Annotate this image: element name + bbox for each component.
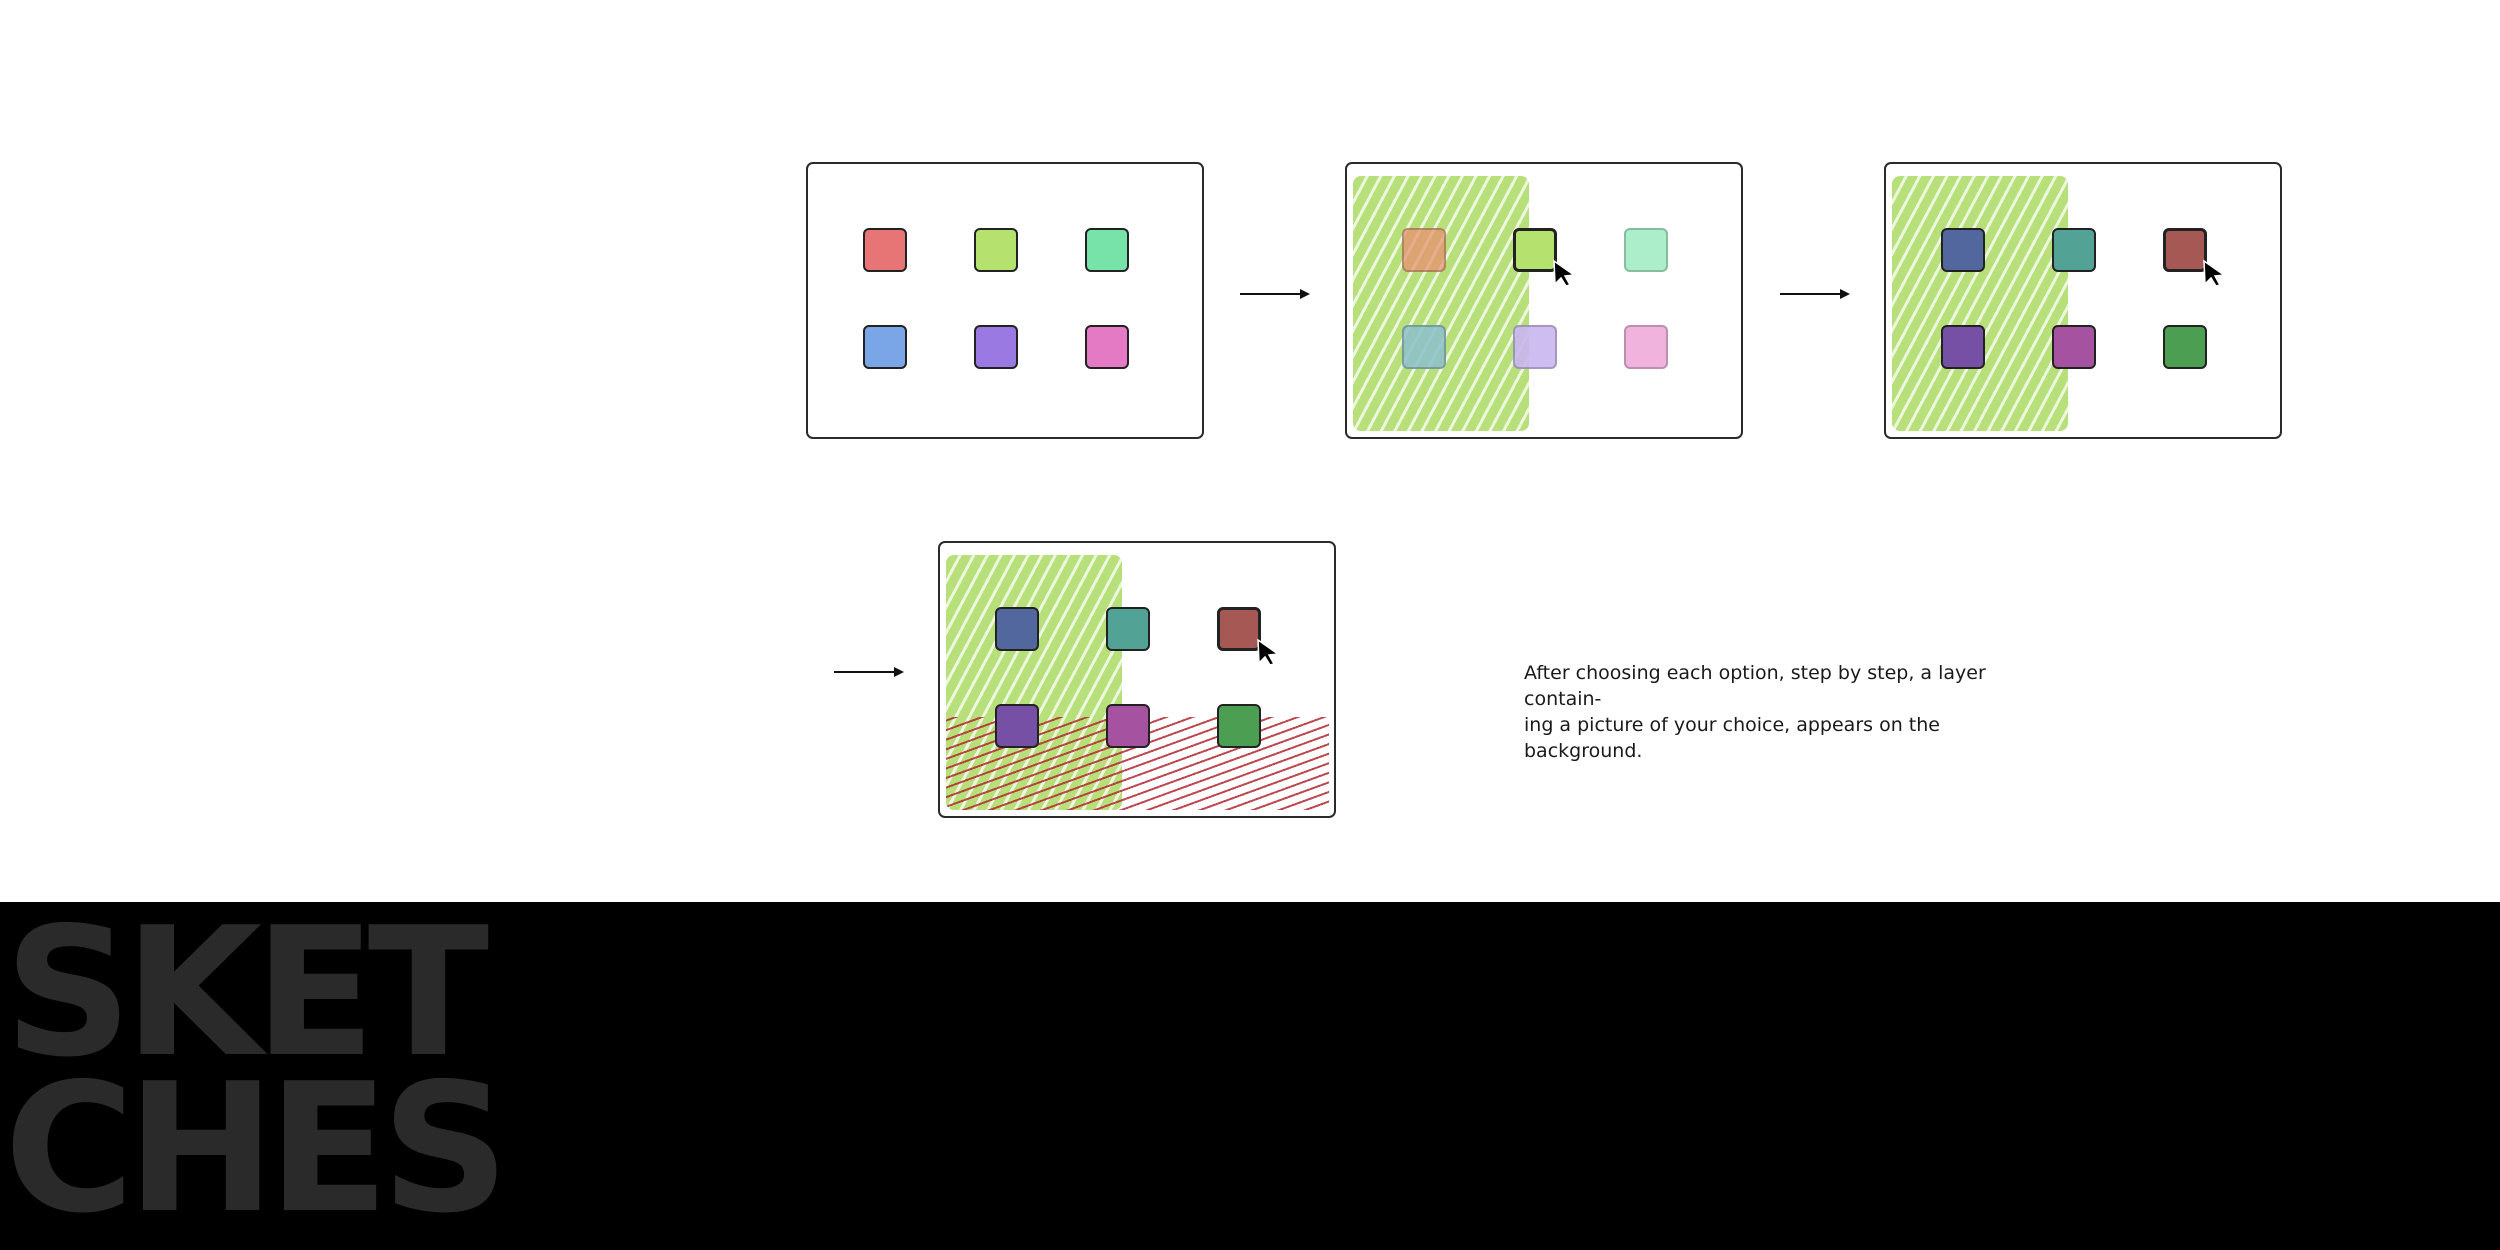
option-violet-square[interactable] xyxy=(1941,325,1985,369)
option-teal-square[interactable] xyxy=(1106,607,1150,651)
option-teal-square[interactable] xyxy=(2052,228,2096,272)
step-2-panel xyxy=(1345,162,1743,439)
option-orange-square[interactable] xyxy=(1402,228,1446,272)
option-mint-square[interactable] xyxy=(1624,228,1668,272)
option-brick-red-square-selected[interactable] xyxy=(2163,228,2207,272)
option-lavender-square[interactable] xyxy=(1513,325,1557,369)
step-1-panel xyxy=(806,162,1204,439)
cursor-arrow-icon xyxy=(1257,638,1281,666)
title-line-1: SKET xyxy=(4,889,489,1096)
option-red-square[interactable] xyxy=(863,228,907,272)
step-3-panel xyxy=(1884,162,2282,439)
option-magenta-square[interactable] xyxy=(1106,704,1150,748)
option-lime-square-selected[interactable] xyxy=(1513,228,1557,272)
option-lime-square[interactable] xyxy=(974,228,1018,272)
option-magenta-square[interactable] xyxy=(2052,325,2096,369)
cursor-arrow-icon xyxy=(2203,259,2227,287)
title-band: SKET CHES xyxy=(0,902,2500,1250)
option-pink-square[interactable] xyxy=(1085,325,1129,369)
option-blue-square[interactable] xyxy=(863,325,907,369)
caption-line-2: ing a picture of your choice, appears on… xyxy=(1524,714,1940,762)
green-background-layer xyxy=(1892,176,2068,431)
caption-text: After choosing each option, step by step… xyxy=(1524,660,2044,764)
title-line-2: CHES xyxy=(4,1045,509,1250)
right-arrow-icon xyxy=(834,667,904,677)
right-arrow-icon xyxy=(1780,289,1850,299)
cursor-arrow-icon xyxy=(1553,259,1577,287)
option-pink-square[interactable] xyxy=(1624,325,1668,369)
option-mint-square[interactable] xyxy=(1085,228,1129,272)
option-navy-square[interactable] xyxy=(995,607,1039,651)
option-purple-square[interactable] xyxy=(974,325,1018,369)
option-green-square[interactable] xyxy=(2163,325,2207,369)
right-arrow-icon xyxy=(1240,289,1310,299)
option-brick-red-square-selected[interactable] xyxy=(1217,607,1261,651)
option-violet-square[interactable] xyxy=(995,704,1039,748)
option-teal-square[interactable] xyxy=(1402,325,1446,369)
option-navy-square[interactable] xyxy=(1941,228,1985,272)
caption-line-1: After choosing each option, step by step… xyxy=(1524,662,1986,710)
green-background-layer xyxy=(1353,176,1529,431)
option-green-square[interactable] xyxy=(1217,704,1261,748)
step-4-panel xyxy=(938,541,1336,818)
